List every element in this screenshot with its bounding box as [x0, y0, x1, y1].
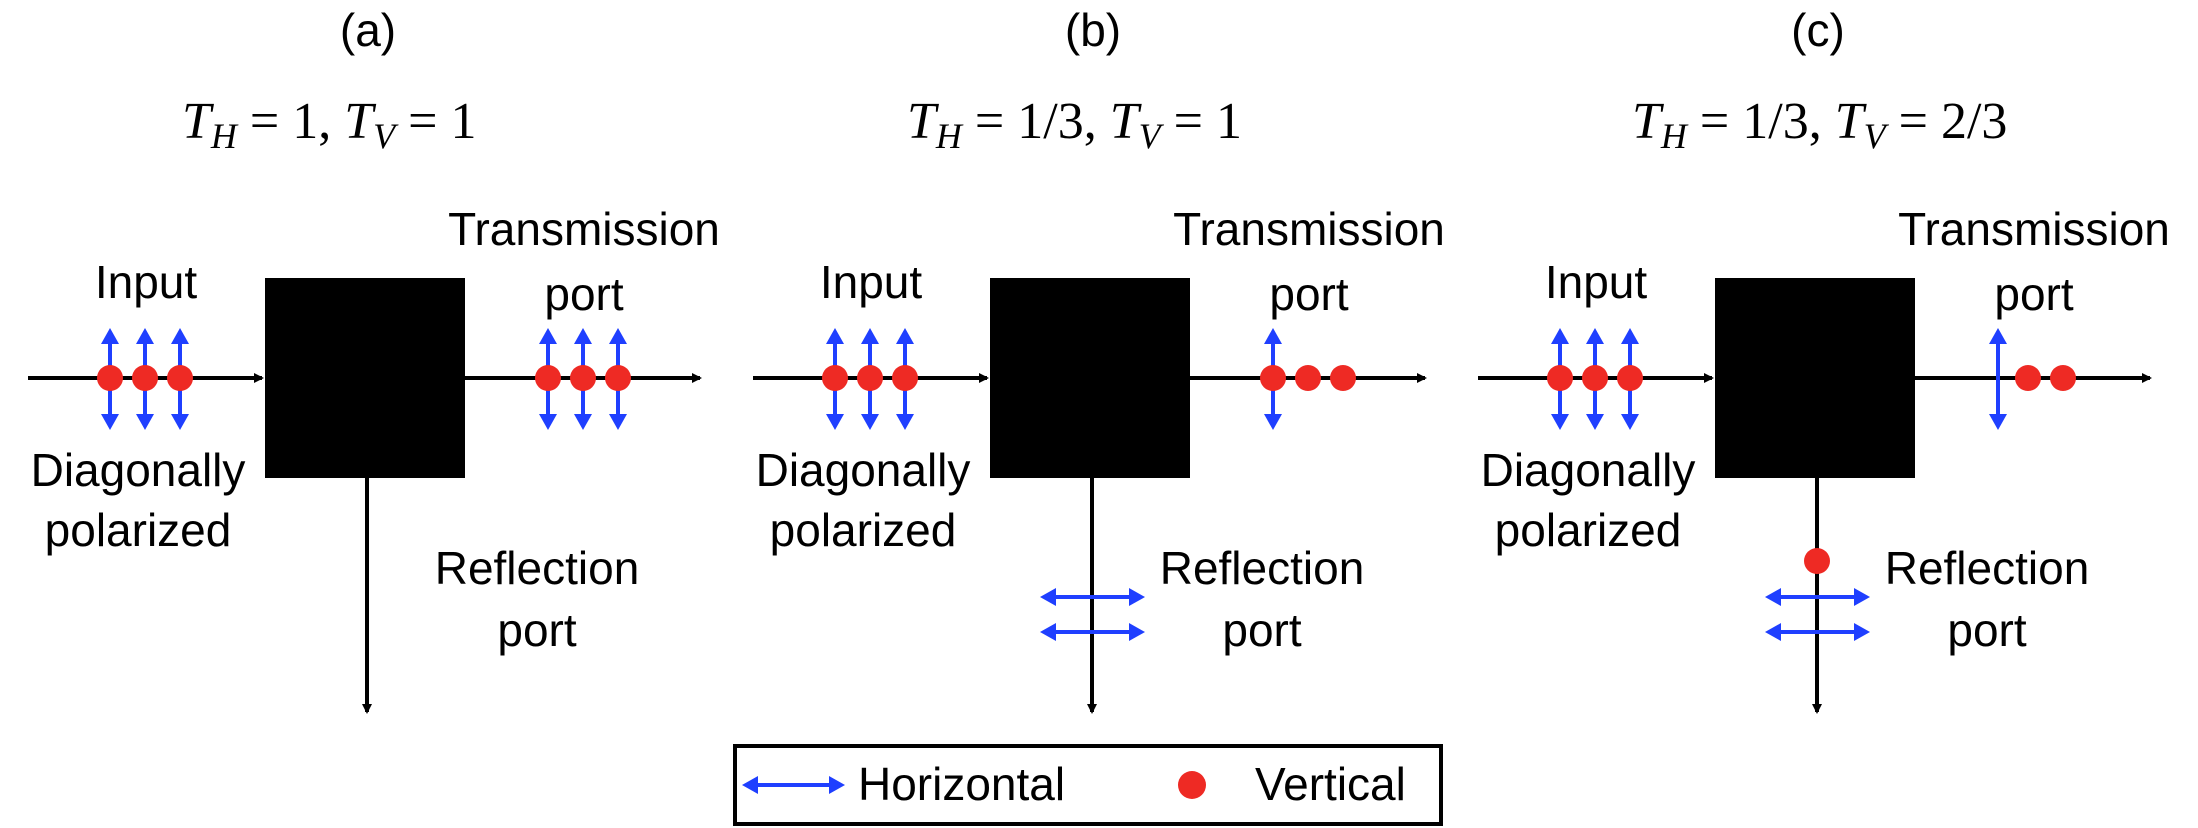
legend-frame	[733, 744, 1443, 826]
transmission-polarization	[535, 328, 631, 430]
transmission-label-line1: Transmission	[1173, 203, 1445, 255]
transmission-label-line2: port	[1994, 268, 2073, 320]
source-label-line2: polarized	[45, 504, 232, 556]
reflection-horizontal-arrow-icon	[1765, 623, 1870, 641]
input-vertical-dot-icon	[167, 365, 193, 391]
reflection-label-line1: Reflection	[1160, 542, 1365, 594]
input-label: Input	[95, 256, 198, 308]
input-label: Input	[1545, 256, 1648, 308]
transmission-vertical-dot-icon	[1260, 365, 1286, 391]
tv-value: 2/3	[1941, 93, 2007, 150]
reflection-label-line1: Reflection	[1885, 542, 2090, 594]
reflection-polarization	[1765, 548, 1870, 641]
input-vertical-dot-icon	[892, 365, 918, 391]
transmission-label-line2: port	[544, 268, 623, 320]
panel-tag: (b)	[1065, 4, 1121, 56]
th-value: 1	[292, 93, 318, 150]
legend-horizontal-arrow-icon	[742, 776, 845, 794]
reflection-label-line2: port	[497, 604, 576, 656]
source-label-line1: Diagonally	[1481, 444, 1696, 496]
transmission-horizontal-arrow-icon	[1989, 328, 2007, 430]
transmission-vertical-dot-icon	[605, 365, 631, 391]
transmission-label-line1: Transmission	[448, 203, 720, 255]
input-vertical-dot-icon	[822, 365, 848, 391]
transmission-equation: TH = 1/3, TV = 2/3	[1632, 93, 2007, 156]
input-vertical-dot-icon	[1547, 365, 1573, 391]
panel-tag: (c)	[1791, 4, 1845, 56]
input-vertical-dot-icon	[132, 365, 158, 391]
legend-horizontal-label: Horizontal	[858, 758, 1065, 810]
transmission-vertical-dot-icon	[535, 365, 561, 391]
polarizing-beam-splitter	[1715, 278, 1915, 478]
input-vertical-dot-icon	[857, 365, 883, 391]
input-polarization	[822, 328, 918, 430]
source-label-line2: polarized	[1495, 504, 1682, 556]
transmission-vertical-dot-icon	[2015, 365, 2041, 391]
source-label-line1: Diagonally	[756, 444, 971, 496]
reflection-polarization	[1040, 588, 1145, 641]
legend-vertical-dot-icon	[1178, 771, 1206, 799]
input-vertical-dot-icon	[1617, 365, 1643, 391]
reflection-label-line2: port	[1947, 604, 2026, 656]
transmission-polarization	[1989, 328, 2076, 430]
transmission-vertical-dot-icon	[1330, 365, 1356, 391]
transmission-label-line2: port	[1269, 268, 1348, 320]
transmission-label-line1: Transmission	[1898, 203, 2170, 255]
transmission-equation: TH = 1, TV = 1	[182, 93, 477, 156]
source-label-line1: Diagonally	[31, 444, 246, 496]
panel-tag: (a)	[340, 4, 396, 56]
transmission-vertical-dot-icon	[570, 365, 596, 391]
source-label-line2: polarized	[770, 504, 957, 556]
reflection-label-line2: port	[1222, 604, 1301, 656]
legend-vertical-label: Vertical	[1255, 758, 1406, 810]
transmission-vertical-dot-icon	[1295, 365, 1321, 391]
input-vertical-dot-icon	[1582, 365, 1608, 391]
input-polarization	[1547, 328, 1643, 430]
reflection-horizontal-arrow-icon	[1040, 588, 1145, 606]
transmission-polarization	[1260, 328, 1356, 430]
input-vertical-dot-icon	[97, 365, 123, 391]
th-value: 1/3	[1017, 93, 1083, 150]
tv-value: 1	[451, 93, 477, 150]
transmission-equation: TH = 1/3, TV = 1	[907, 93, 1242, 156]
legend-horizontal-arrow-shape	[742, 776, 845, 794]
transmission-vertical-dot-icon	[2050, 365, 2076, 391]
tv-value: 1	[1216, 93, 1242, 150]
polarizing-beam-splitter	[990, 278, 1190, 478]
reflection-horizontal-arrow-icon	[1040, 623, 1145, 641]
reflection-horizontal-arrow-icon	[1765, 588, 1870, 606]
input-polarization	[97, 328, 193, 430]
reflection-label-line1: Reflection	[435, 542, 640, 594]
input-label: Input	[820, 256, 923, 308]
th-value: 1/3	[1742, 93, 1808, 150]
polarizing-beam-splitter	[265, 278, 465, 478]
legend: Horizontal Vertical	[733, 744, 1443, 826]
reflection-vertical-dot-icon	[1804, 548, 1830, 574]
